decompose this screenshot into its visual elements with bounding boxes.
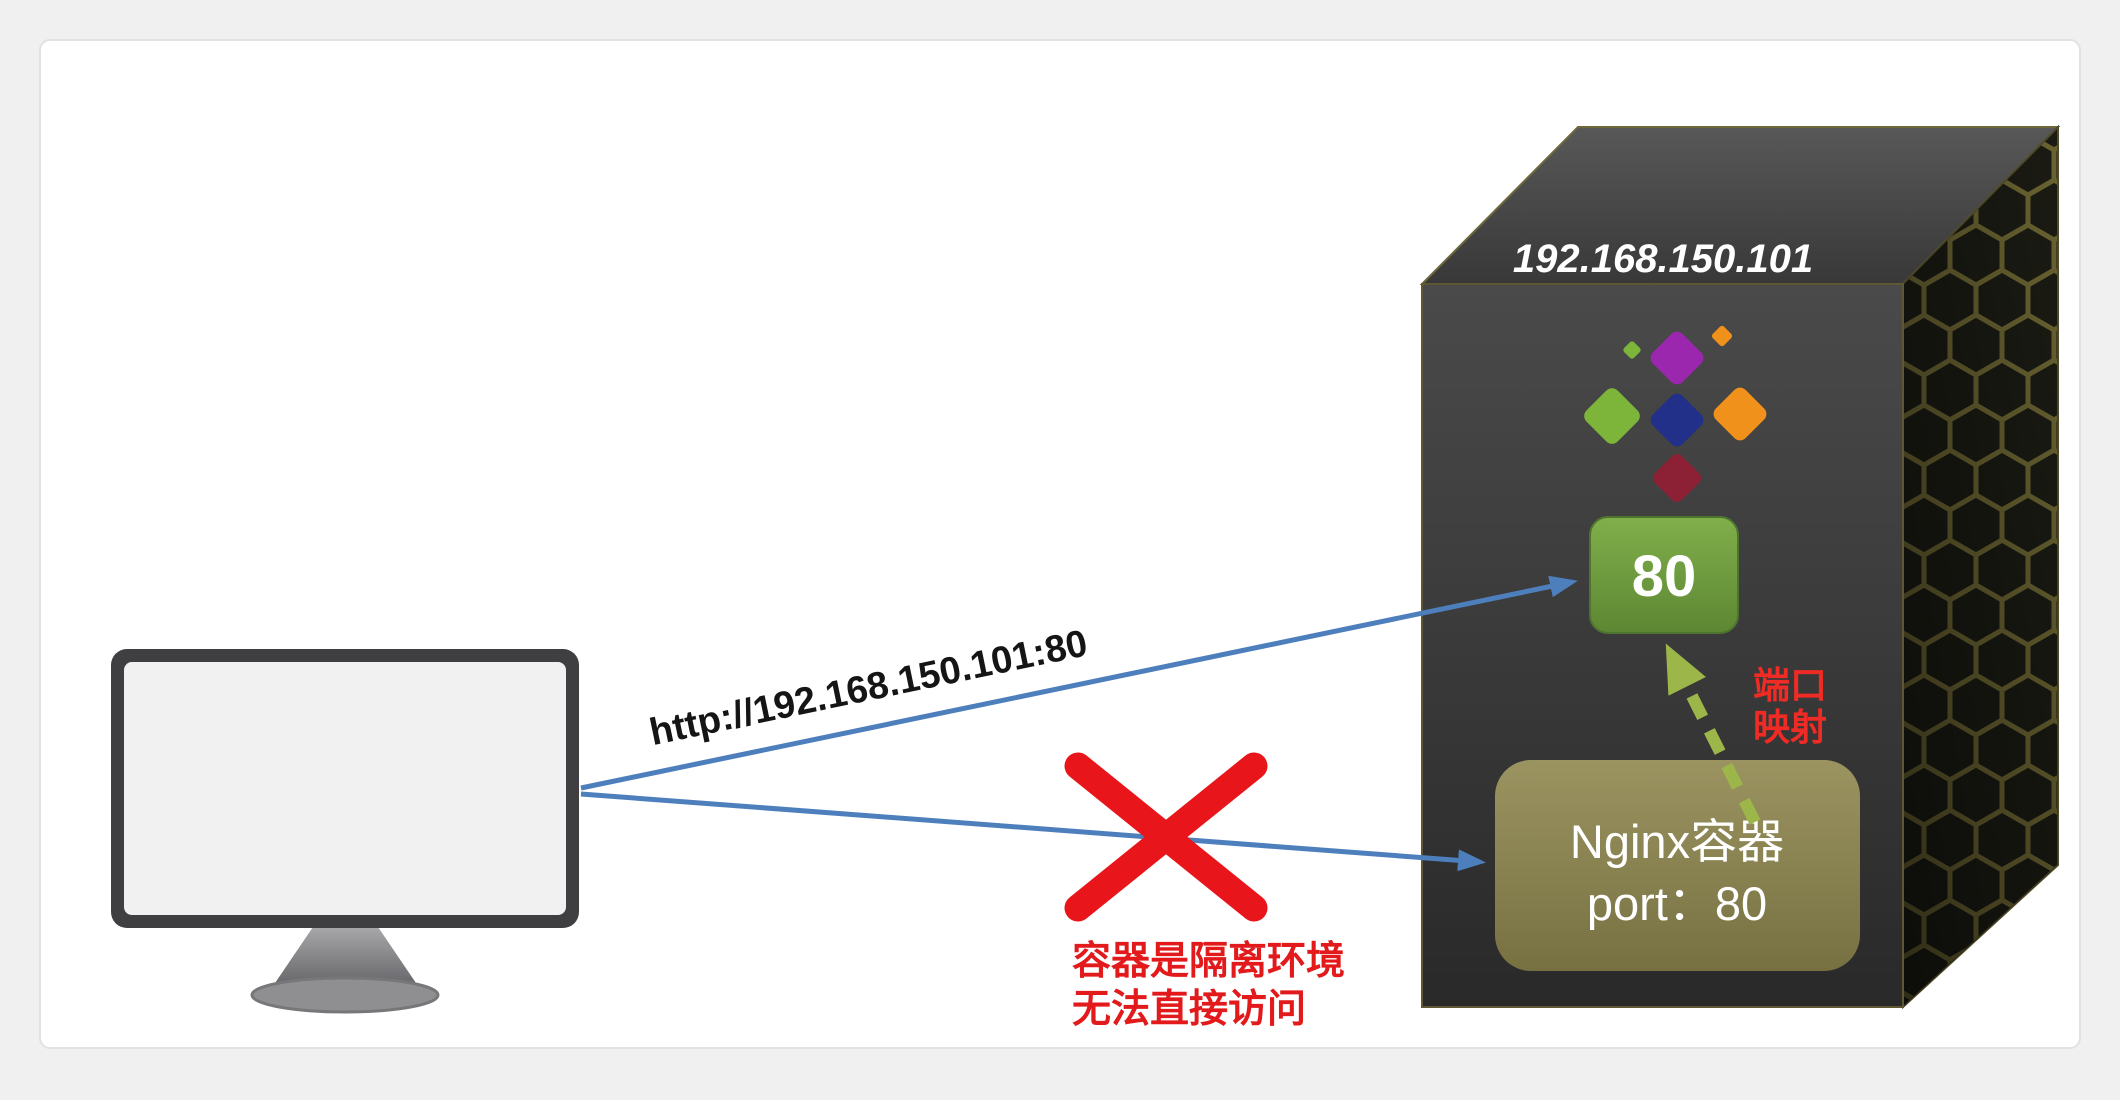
port-mapping-label-line2: 映射	[1753, 707, 1827, 748]
monitor-stand-base	[250, 976, 440, 1014]
logo-diamond-green	[1584, 388, 1640, 444]
host-right-face-shade	[1903, 127, 2058, 1007]
monitor-screen	[124, 662, 566, 915]
blocked-note-line1: 容器是隔离环境	[1072, 940, 1345, 983]
nginx-container-title: Nginx容器	[1570, 815, 1784, 868]
blocked-access: 容器是隔离环境 无法直接访问	[1064, 752, 1345, 1031]
logo-diamond-orange	[1713, 387, 1767, 441]
host-ip-label: 192.168.150.101	[1513, 237, 1813, 281]
host-port-badge-box	[1589, 516, 1739, 634]
request-arrow-to-container	[580, 791, 1486, 872]
logo-diamond-navy	[1650, 393, 1704, 447]
nginx-container-box: Nginx容器 port：80	[1495, 760, 1860, 971]
port-mapping-label-line1: 端口	[1753, 665, 1827, 706]
logo-diamond-accent-orange	[1711, 325, 1733, 347]
host-port-badge: 80	[1589, 516, 1739, 634]
port-mapping-arrow	[1665, 643, 1761, 825]
monitor-stand-neck	[273, 924, 418, 986]
request-arrow-to-host-port	[580, 575, 1578, 791]
container-logo-icon	[1584, 325, 1767, 502]
nginx-container-port: port：80	[1587, 877, 1767, 930]
logo-diamond-accent-green	[1623, 341, 1641, 359]
host-port-number: 80	[1632, 544, 1697, 609]
blocked-note-line2: 无法直接访问	[1072, 988, 1306, 1031]
logo-diamond-maroon	[1653, 454, 1701, 502]
blocked-x-icon	[1064, 752, 1268, 922]
client-monitor	[111, 649, 579, 1014]
docker-host: 192.168.150.101 80 Nginx容器 port：80 端口 映射	[1419, 124, 2061, 1010]
logo-diamond-purple	[1650, 331, 1704, 385]
nginx-container-bg	[1495, 760, 1860, 971]
